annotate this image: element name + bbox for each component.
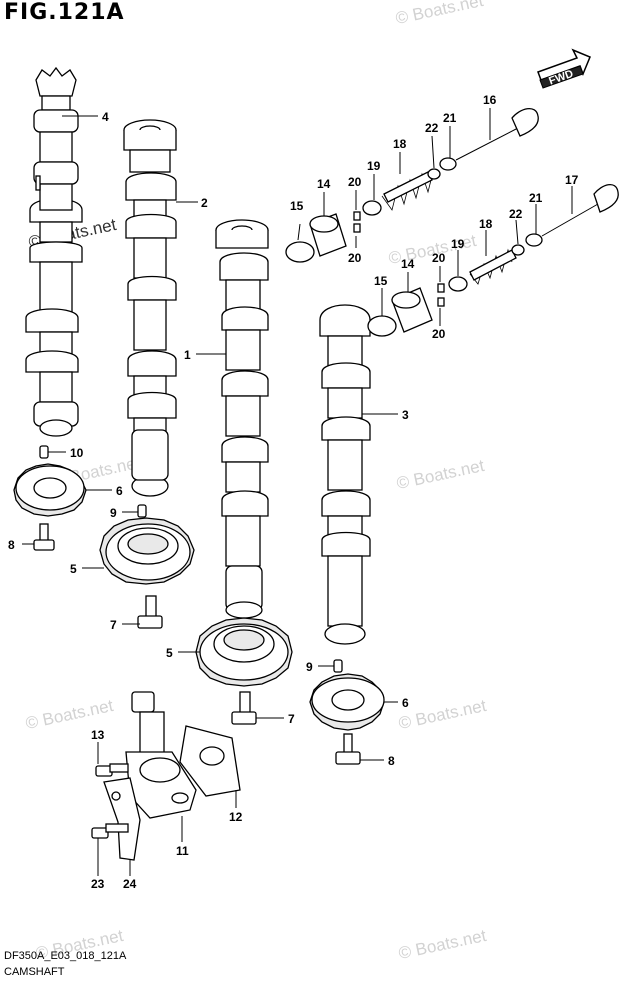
bolt-8-right <box>335 733 361 765</box>
bracket-24 <box>103 777 141 861</box>
figure-title: FIG.121A <box>4 0 125 25</box>
callout-5: 5 <box>166 646 173 660</box>
sprocket-5-upper <box>99 517 195 585</box>
callout-6: 6 <box>402 696 409 710</box>
bolt-8-left <box>33 523 55 551</box>
callout-15: 15 <box>290 199 304 213</box>
leader-lines <box>22 108 573 876</box>
sprocket-6-left <box>13 463 87 517</box>
callout-7: 7 <box>110 618 117 632</box>
oil-control-valve-11 <box>125 691 197 819</box>
callout-19: 19 <box>367 159 381 173</box>
callout-24: 24 <box>123 877 137 891</box>
gasket-12 <box>179 725 241 797</box>
diagram-code: DF350A_E03_018_121A <box>4 950 127 962</box>
callout-22: 22 <box>509 207 523 221</box>
sprocket-5-lower <box>195 617 293 687</box>
callout-6: 6 <box>116 484 123 498</box>
pin-10 <box>39 445 49 459</box>
callout-5: 5 <box>70 562 77 576</box>
camshaft-2 <box>123 119 177 497</box>
pin-9-lower <box>333 659 343 673</box>
bolt-23 <box>91 823 129 839</box>
callout-20: 20 <box>432 327 446 341</box>
callout-17: 17 <box>565 173 579 187</box>
valve-assembly-lower <box>367 184 619 337</box>
callout-14: 14 <box>317 177 331 191</box>
valve-assembly-upper <box>285 108 539 263</box>
callout-8: 8 <box>8 538 15 552</box>
bolt-7-upper <box>137 595 163 629</box>
callout-21: 21 <box>443 111 457 125</box>
callout-12: 12 <box>229 810 243 824</box>
pin-9-upper <box>137 504 147 518</box>
callout-9: 9 <box>306 660 313 674</box>
callout-2: 2 <box>201 196 208 210</box>
callout-20: 20 <box>432 251 446 265</box>
callout-20: 20 <box>348 175 362 189</box>
callout-22: 22 <box>425 121 439 135</box>
sprocket-6-right <box>309 673 385 731</box>
callout-1: 1 <box>184 348 191 362</box>
callout-7: 7 <box>288 712 295 726</box>
callout-18: 18 <box>479 217 493 231</box>
callout-15: 15 <box>374 274 388 288</box>
callout-20: 20 <box>348 251 362 265</box>
fwd-arrow: FWD <box>537 48 591 89</box>
callout-11: 11 <box>176 844 189 858</box>
camshaft-3 <box>319 304 371 645</box>
callout-3: 3 <box>402 408 409 422</box>
callout-13: 13 <box>91 728 105 742</box>
diagram-name: CAMSHAFT <box>4 966 65 978</box>
callout-9: 9 <box>110 506 117 520</box>
callout-14: 14 <box>401 257 415 271</box>
bolt-13 <box>95 763 129 777</box>
bolt-7-lower <box>231 691 257 725</box>
callout-8: 8 <box>388 754 395 768</box>
callout-19: 19 <box>451 237 465 251</box>
callout-23: 23 <box>91 877 105 891</box>
callout-18: 18 <box>393 137 407 151</box>
callout-4: 4 <box>102 110 109 124</box>
callout-21: 21 <box>529 191 543 205</box>
callout-16: 16 <box>483 93 497 107</box>
callout-10: 10 <box>70 446 84 460</box>
camshaft-1 <box>215 219 269 619</box>
camshaft-4 <box>25 66 83 437</box>
